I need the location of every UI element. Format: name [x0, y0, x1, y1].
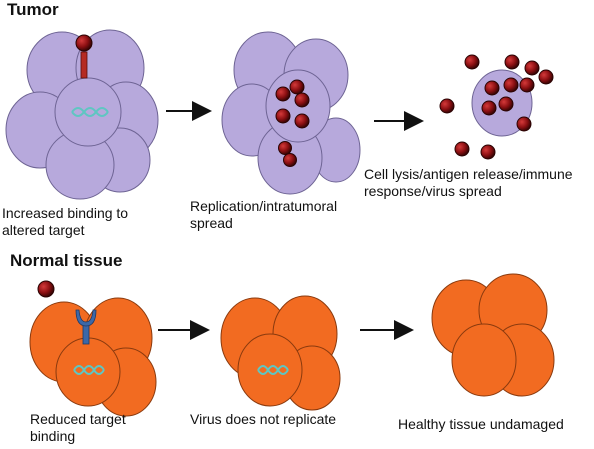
- caption-normal-binding: Reduced target binding: [30, 411, 126, 444]
- caption-normal-no-replication: Virus does not replicate: [190, 411, 337, 427]
- normal-cluster-3: [431, 273, 555, 397]
- caption-tumor-binding: Increased binding to altered target: [2, 205, 129, 238]
- tumor-cluster-1: [5, 29, 159, 200]
- tumor-cluster-2: [221, 31, 361, 195]
- normal-cluster-2: [220, 295, 341, 411]
- dna-icon: [257, 365, 289, 375]
- normal-1-free-virus: [37, 280, 55, 298]
- normal-section-title: Normal tissue: [10, 251, 123, 270]
- tumor-section-title: Tumor: [7, 0, 59, 19]
- tumor-1-receptor: [80, 51, 88, 79]
- normal-cluster-1: [29, 297, 157, 417]
- caption-tumor-replication: Replication/intratumoral spread: [190, 198, 338, 231]
- normal-1-receptor: [75, 309, 97, 345]
- tumor-1-bound-virus: [75, 34, 93, 52]
- dna-icon: [71, 107, 109, 117]
- tumor-3-released-viruses: [439, 54, 554, 160]
- caption-normal-healthy: Healthy tissue undamaged: [398, 416, 564, 432]
- caption-tumor-lysis: Cell lysis/antigen release/immune respon…: [364, 166, 573, 199]
- dna-icon: [73, 365, 105, 375]
- tumor-2-viruses: [275, 79, 310, 167]
